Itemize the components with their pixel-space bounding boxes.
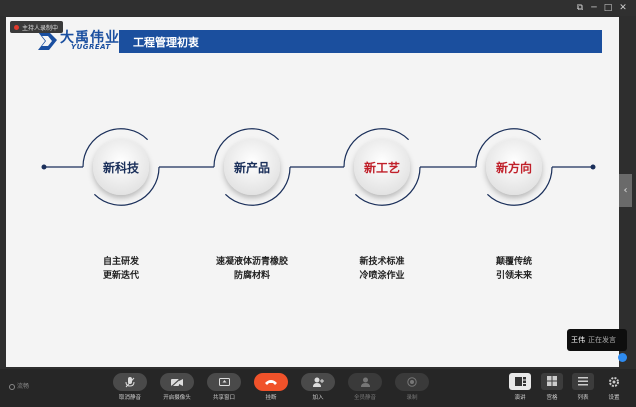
list-view-icon <box>578 377 588 386</box>
mute-all-icon <box>348 373 382 391</box>
record-button[interactable]: 录制 <box>392 373 432 401</box>
share-screen-icon <box>207 373 241 391</box>
timeline-arc <box>475 128 542 168</box>
stage-circle <box>354 139 410 195</box>
speaker-name: 王伟 <box>571 336 585 344</box>
close-icon[interactable]: ✕ <box>619 3 627 13</box>
mute-all-label: 全员静音 <box>353 395 376 401</box>
unmute-label: 取消静音 <box>118 395 141 401</box>
maximize-icon[interactable]: □ <box>603 3 613 13</box>
hangup-icon <box>254 373 288 391</box>
stage-label-direction: 新方向 <box>495 161 532 175</box>
timeline-arc <box>486 166 553 206</box>
side-panel-toggle[interactable]: ‹ <box>619 174 632 207</box>
timeline-arc <box>343 128 410 168</box>
speaker-view-icon <box>515 377 526 386</box>
stage-circle <box>93 139 149 195</box>
company-logo: 大禹伟业 YUGREAT <box>36 26 126 56</box>
recording-dot-icon <box>14 24 19 30</box>
grid-view-button[interactable] <box>541 373 563 390</box>
settings-gear-icon <box>609 377 619 387</box>
stage-label-process: 新工艺 <box>363 161 400 175</box>
timeline-arc <box>213 128 280 168</box>
chat-bubble-icon[interactable] <box>618 353 627 362</box>
settings-label: 设置 <box>608 395 620 401</box>
signal-icon <box>9 383 15 390</box>
stage-circle <box>486 139 542 195</box>
microphone-icon <box>113 373 147 391</box>
join-label: 加入 <box>312 395 324 401</box>
settings-button[interactable] <box>606 374 622 390</box>
stage-label-product: 新产品 <box>233 161 270 175</box>
title-bar: ⧉ ─ □ ✕ <box>0 0 636 16</box>
stage-label-tech: 新科技 <box>102 161 139 175</box>
restore-icon[interactable]: ⧉ <box>576 3 584 13</box>
desc-line: 速凝液体沥青橡胶 <box>215 257 288 267</box>
add-user-icon <box>301 373 335 391</box>
timeline-arc <box>93 166 160 206</box>
camera-label: 开启摄像头 <box>163 395 191 401</box>
speaker-view-label: 演讲 <box>514 395 526 401</box>
desc-line: 新技术标准 <box>359 257 405 267</box>
record-label: 录制 <box>406 395 418 401</box>
desc-line: 更新迭代 <box>102 271 139 281</box>
grid-view-icon <box>547 376 557 386</box>
desc-line: 颠覆传统 <box>495 257 532 267</box>
camera-button[interactable]: 开启摄像头 <box>157 373 197 401</box>
speaker-status: 正在发言 <box>588 336 616 344</box>
unmute-button[interactable]: 取消静音 <box>110 373 150 401</box>
list-view-button[interactable] <box>572 373 594 390</box>
network-status: 流畅 <box>9 381 29 390</box>
logo-text-en: YUGREAT <box>71 43 111 51</box>
speaker-view-button[interactable] <box>509 373 531 390</box>
join-button[interactable]: 加入 <box>298 373 338 401</box>
timeline-graphic <box>41 128 596 206</box>
stage-desc-product: 速凝液体沥青橡胶 防腐材料 <box>197 255 307 283</box>
desc-line: 引领未来 <box>495 271 532 281</box>
network-label: 流畅 <box>17 383 30 390</box>
share-window-button[interactable]: 共享窗口 <box>204 373 244 401</box>
desc-line: 自主研发 <box>102 257 139 267</box>
record-icon <box>395 373 429 391</box>
chevron-left-icon: ‹ <box>623 185 628 196</box>
grid-view-label: 宫格 <box>546 395 558 401</box>
stage-desc-direction: 颠覆传统 引领未来 <box>459 255 569 283</box>
stage-desc-process: 新技术标准 冷喷涂作业 <box>327 255 437 283</box>
mute-all-button[interactable]: 全员静音 <box>345 373 385 401</box>
stage-desc-tech: 自主研发 更新迭代 <box>66 255 176 283</box>
timeline-arc <box>354 166 421 206</box>
camera-icon <box>160 373 194 391</box>
recording-label: 主持人录制中 <box>22 24 59 32</box>
minimize-icon[interactable]: ─ <box>591 3 597 13</box>
shared-slide: 大禹伟业 YUGREAT 工程管理初衷 新科技 新产品 新工艺 新方向 <box>6 17 619 367</box>
hangup-label: 挂断 <box>265 395 277 401</box>
share-window-label: 共享窗口 <box>212 395 235 401</box>
slide-title: 工程管理初衷 <box>133 36 199 49</box>
recording-badge: 主持人录制中 <box>10 21 64 33</box>
desc-line: 冷喷涂作业 <box>359 271 405 281</box>
stage-circle <box>224 139 280 195</box>
hangup-button[interactable]: 挂断 <box>251 373 291 401</box>
timeline-arc <box>82 128 149 168</box>
desc-line: 防腐材料 <box>233 271 270 281</box>
logo-text-cn: 大禹伟业 <box>60 30 120 46</box>
slide-header-bar: 工程管理初衷 <box>119 30 602 53</box>
list-view-label: 列表 <box>577 395 589 401</box>
logo-mark-icon <box>38 32 57 50</box>
timeline-arc <box>224 166 291 206</box>
speaker-toast: 王伟正在发言 <box>567 329 627 351</box>
